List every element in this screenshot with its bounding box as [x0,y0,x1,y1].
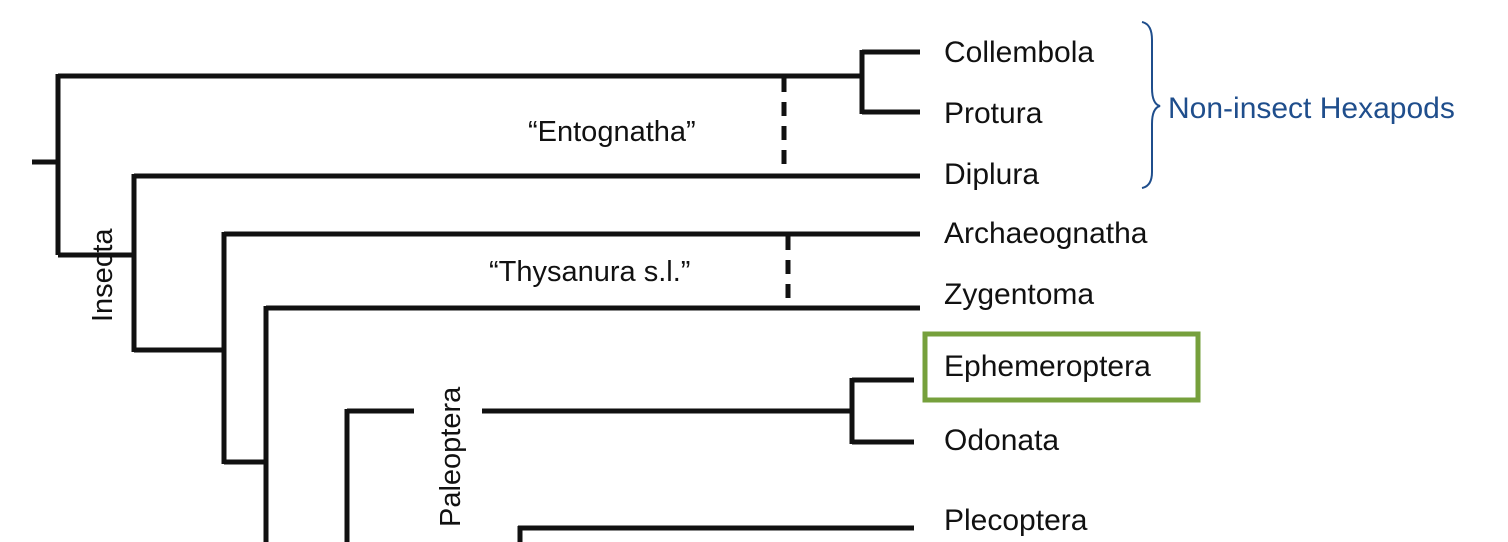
clade-label-insecta: Insecta [87,228,119,322]
taxon-label-protura: Protura [944,97,1043,130]
group-brace [1141,21,1161,189]
clade-label-entognatha: “Entognatha” [528,116,696,148]
taxon-label-plecoptera: Plecoptera [944,504,1088,537]
taxon-label-odonata: Odonata [944,424,1059,457]
taxon-label-archaeognatha: Archaeognatha [944,217,1148,250]
taxon-label-zygentoma: Zygentoma [944,278,1094,311]
clade-label-paleoptera: Paleoptera [435,386,467,527]
taxon-label-diplura: Diplura [944,158,1039,191]
taxon-label-collembola: Collembola [944,36,1094,69]
clade-label-thysanura: “Thysanura s.l.” [489,256,690,288]
highlight-box [922,331,1201,403]
taxon-label-ephemeroptera: Ephemeroptera [944,350,1151,383]
group-label-non-insect-hexapods: Non-insect Hexapods [1168,92,1455,125]
